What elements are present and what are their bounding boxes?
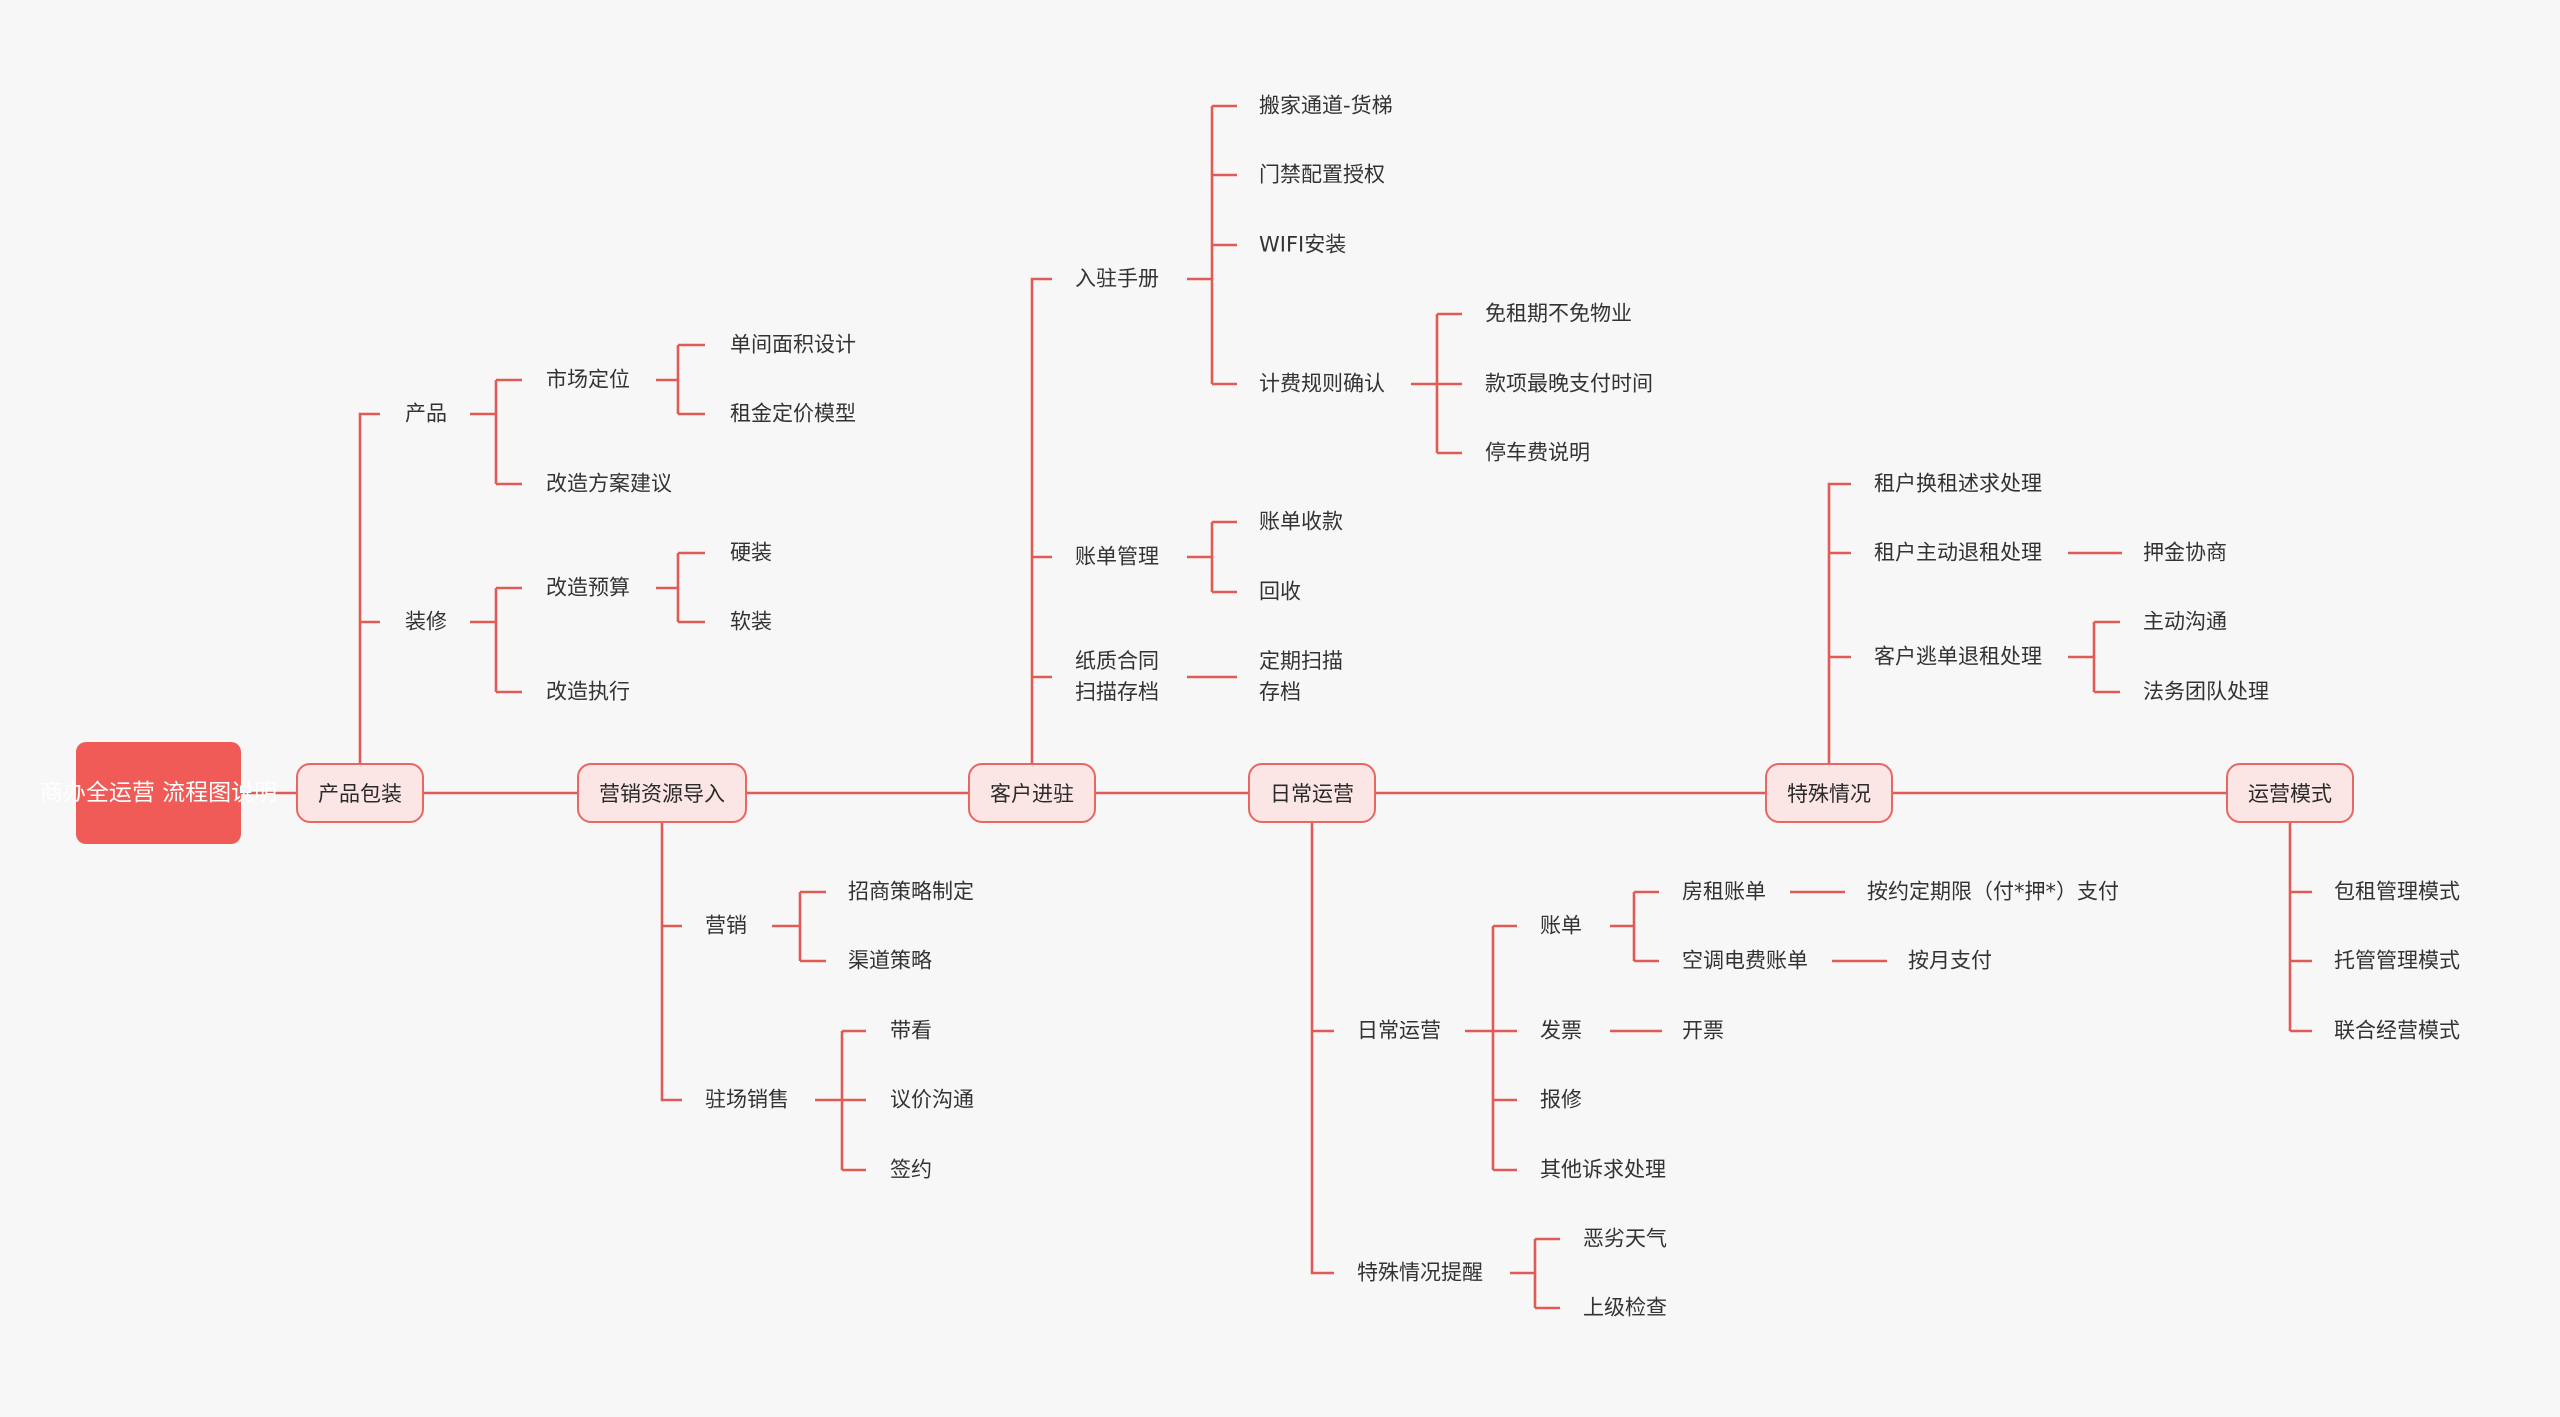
topic-customer-escape[interactable]: 客户逃单退租处理 bbox=[1874, 644, 2042, 669]
topic-marketing[interactable]: 营销 bbox=[705, 913, 747, 938]
main-node-special-cases[interactable]: 特殊情况 bbox=[1765, 763, 1893, 823]
topic-wifi-install[interactable]: WIFI安装 bbox=[1259, 232, 1347, 257]
topic-tenant-withdraw[interactable]: 租户主动退租处理 bbox=[1874, 540, 2042, 565]
topic-market-position[interactable]: 市场定位 bbox=[546, 367, 630, 392]
connector-line bbox=[470, 378, 522, 486]
topic-superior-inspection[interactable]: 上级检查 bbox=[1583, 1295, 1667, 1320]
topic-deposit-negotiation[interactable]: 押金协商 bbox=[2143, 540, 2227, 565]
topic-product[interactable]: 产品 bbox=[405, 401, 447, 426]
topic-active-communication[interactable]: 主动沟通 bbox=[2143, 609, 2227, 634]
topic-entry-manual[interactable]: 入驻手册 bbox=[1075, 266, 1159, 291]
connector-line bbox=[1187, 104, 1237, 386]
topic-invoice[interactable]: 发票 bbox=[1540, 1018, 1582, 1043]
topic-signing[interactable]: 签约 bbox=[890, 1157, 932, 1182]
topic-recovery[interactable]: 回收 bbox=[1259, 579, 1301, 604]
main-node-product-pack[interactable]: 产品包装 bbox=[296, 763, 424, 823]
connector-line bbox=[660, 823, 682, 1102]
connector-line bbox=[1030, 277, 1052, 763]
topic-issue-invoice[interactable]: 开票 bbox=[1682, 1018, 1724, 1043]
topic-pay-by-term[interactable]: 按约定期限（付*押*）支付 bbox=[1867, 879, 2119, 904]
topic-bill-management[interactable]: 账单管理 bbox=[1075, 544, 1159, 569]
topic-unit-area-design[interactable]: 单间面积设计 bbox=[730, 332, 856, 357]
topic-decoration[interactable]: 装修 bbox=[405, 609, 447, 634]
connector-line bbox=[1310, 823, 1334, 1275]
connector-line bbox=[656, 551, 705, 624]
topic-access-control[interactable]: 门禁配置授权 bbox=[1259, 162, 1385, 187]
connector-line bbox=[772, 890, 826, 963]
topic-moving-elevator[interactable]: 搬家通道-货梯 bbox=[1259, 93, 1393, 118]
connector-line bbox=[1411, 312, 1462, 455]
topic-investment-strategy[interactable]: 招商策略制定 bbox=[848, 879, 974, 904]
topic-monthly-pay[interactable]: 按月支付 bbox=[1908, 948, 1992, 973]
topic-soft-decoration[interactable]: 软装 bbox=[730, 609, 772, 634]
topic-hard-decoration[interactable]: 硬装 bbox=[730, 540, 772, 565]
main-node-marketing-import[interactable]: 营销资源导入 bbox=[577, 763, 747, 823]
main-node-daily-ops[interactable]: 日常运营 bbox=[1248, 763, 1376, 823]
topic-billing-rules[interactable]: 计费规则确认 bbox=[1259, 371, 1385, 396]
connector-line bbox=[2290, 890, 2312, 1033]
topic-bill[interactable]: 账单 bbox=[1540, 913, 1582, 938]
connector-line bbox=[1510, 1237, 1560, 1310]
topic-legal-team[interactable]: 法务团队处理 bbox=[2143, 679, 2269, 704]
connector-line bbox=[2068, 620, 2120, 694]
connector-line bbox=[1610, 890, 1659, 963]
topic-parking-fee[interactable]: 停车费说明 bbox=[1485, 440, 1590, 465]
topic-paper-contract[interactable]: 纸质合同 扫描存档 bbox=[1075, 649, 1159, 704]
connector-line bbox=[815, 1029, 866, 1172]
main-node-ops-mode[interactable]: 运营模式 bbox=[2226, 763, 2354, 823]
topic-lease-management[interactable]: 包租管理模式 bbox=[2334, 879, 2460, 904]
topic-other-complaints[interactable]: 其他诉求处理 bbox=[1540, 1157, 1666, 1182]
topic-renovation-execution[interactable]: 改造执行 bbox=[546, 679, 630, 704]
connector-line bbox=[470, 586, 522, 694]
connector-line bbox=[1465, 924, 1517, 1172]
connector-line bbox=[358, 412, 380, 763]
topic-regular-scan[interactable]: 定期扫描 存档 bbox=[1259, 649, 1343, 704]
topic-rent-pricing-model[interactable]: 租金定价模型 bbox=[730, 401, 856, 426]
root-node[interactable]: 商办全运营 流程图说明 bbox=[40, 742, 277, 844]
topic-repair[interactable]: 报修 bbox=[1540, 1087, 1582, 1112]
topic-show-viewing[interactable]: 带看 bbox=[890, 1018, 932, 1043]
topic-renovation-budget[interactable]: 改造预算 bbox=[546, 575, 630, 600]
topic-renovation-plan[interactable]: 改造方案建议 bbox=[546, 471, 672, 496]
connector-line bbox=[1187, 520, 1237, 594]
connector-line bbox=[1827, 482, 1851, 763]
topic-channel-strategy[interactable]: 渠道策略 bbox=[848, 948, 932, 973]
topic-trust-management[interactable]: 托管管理模式 bbox=[2334, 948, 2460, 973]
topic-price-negotiation[interactable]: 议价沟通 bbox=[890, 1087, 974, 1112]
topic-onsite-sales[interactable]: 驻场销售 bbox=[705, 1087, 789, 1112]
main-node-customer-entry[interactable]: 客户进驻 bbox=[968, 763, 1096, 823]
topic-bill-collection[interactable]: 账单收款 bbox=[1259, 509, 1343, 534]
topic-ac-bill[interactable]: 空调电费账单 bbox=[1682, 948, 1808, 973]
topic-tenant-exchange[interactable]: 租户换租述求处理 bbox=[1874, 471, 2042, 496]
topic-latest-payment-time[interactable]: 款项最晚支付时间 bbox=[1485, 371, 1653, 396]
topic-rent-bill[interactable]: 房租账单 bbox=[1682, 879, 1766, 904]
topic-daily-operation[interactable]: 日常运营 bbox=[1357, 1018, 1441, 1043]
topic-rent-free-property[interactable]: 免租期不免物业 bbox=[1485, 301, 1632, 326]
topic-special-reminder[interactable]: 特殊情况提醒 bbox=[1357, 1260, 1483, 1285]
topic-joint-operation[interactable]: 联合经营模式 bbox=[2334, 1018, 2460, 1043]
connector-line bbox=[656, 343, 705, 416]
topic-bad-weather[interactable]: 恶劣天气 bbox=[1583, 1226, 1667, 1251]
